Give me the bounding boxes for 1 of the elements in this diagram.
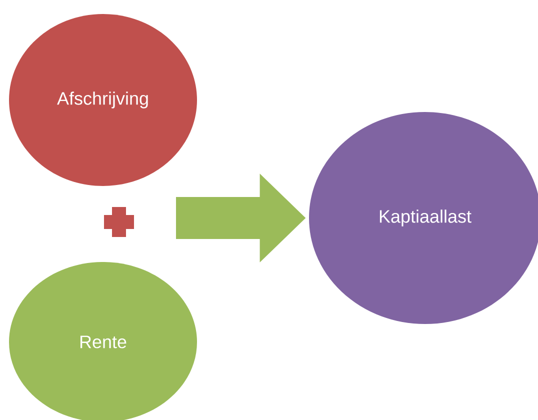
ellipse-node: Afschrijving bbox=[9, 14, 197, 186]
